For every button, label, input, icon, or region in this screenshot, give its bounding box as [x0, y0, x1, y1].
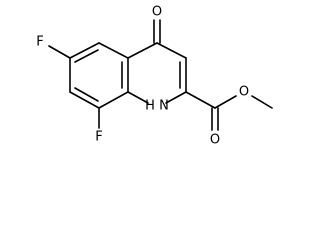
bond-c2-n1: [165, 91, 187, 104]
atom-fluoro-6: F: [36, 35, 43, 50]
bond-n1-c8a: [127, 91, 149, 104]
bond-c6-f: [48, 45, 71, 59]
bond-c2-cester: [185, 91, 216, 109]
bond-c5-c4a: [98, 42, 129, 59]
atom-ester-carbonyl-o: O: [210, 133, 220, 148]
bond-c8-c7: [69, 91, 100, 109]
molecule-diagram: O F F H N O O: [36, 5, 273, 148]
bond-c4-c3: [156, 42, 187, 59]
bond-cester-o: [214, 95, 237, 109]
atom-labels: O F F H N O O: [36, 5, 249, 148]
bonds: [48, 19, 273, 131]
bond-c8-c7-double: [74, 87, 99, 102]
atom-ester-o: O: [239, 85, 249, 100]
atom-amine: H N: [145, 99, 169, 114]
structure-canvas: O F F H N O O: [36, 5, 273, 148]
bond-c6-c5: [69, 42, 100, 59]
atom-oxo: O: [152, 5, 162, 20]
bond-o-methyl: [251, 95, 273, 109]
bond-c8a-c8: [98, 91, 129, 109]
atom-fluoro-8: F: [95, 130, 102, 145]
bond-c4a-c4: [127, 42, 158, 59]
bond-c6-c5-double: [74, 49, 99, 63]
